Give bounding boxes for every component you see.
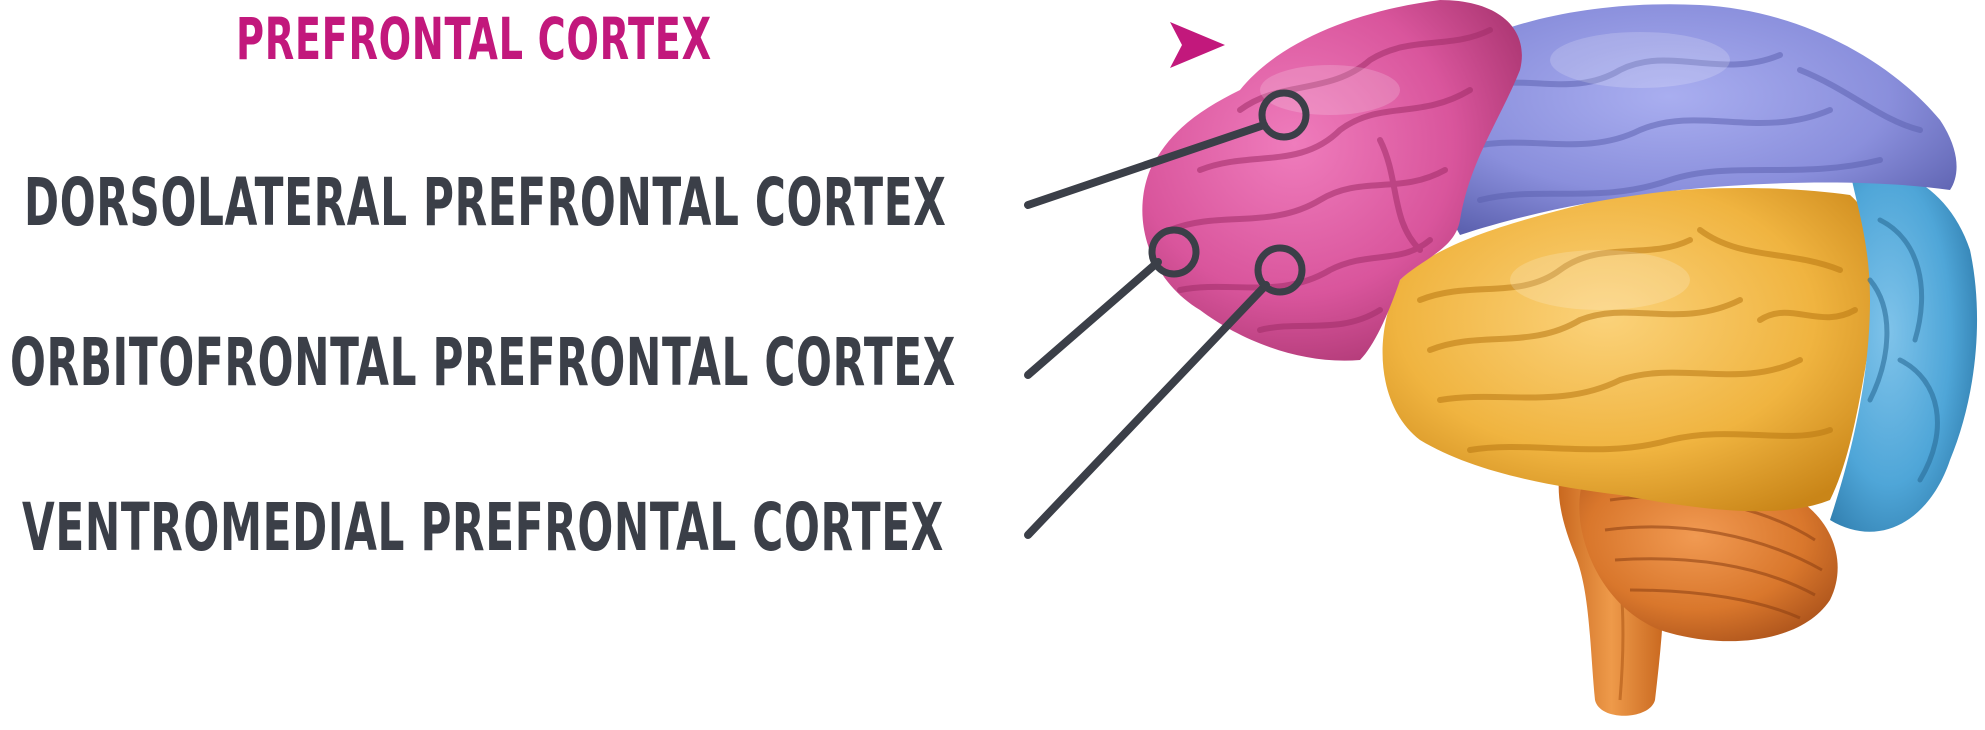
leader-line-ventromedial (1028, 285, 1266, 535)
label-dorsolateral-prefrontal-cortex: DORSOLATERAL PREFRONTAL CORTEX (24, 170, 946, 236)
leader-line-orbitofrontal (1028, 262, 1158, 375)
label-ventromedial-prefrontal-cortex: VENTROMEDIAL PREFRONTAL CORTEX (22, 495, 944, 561)
label-orbitofrontal-prefrontal-cortex: ORBITOFRONTAL PREFRONTAL CORTEX (10, 330, 956, 396)
temporal-lobe (1383, 188, 1879, 511)
title-prefrontal-cortex: PREFRONTAL CORTEX (236, 10, 712, 68)
